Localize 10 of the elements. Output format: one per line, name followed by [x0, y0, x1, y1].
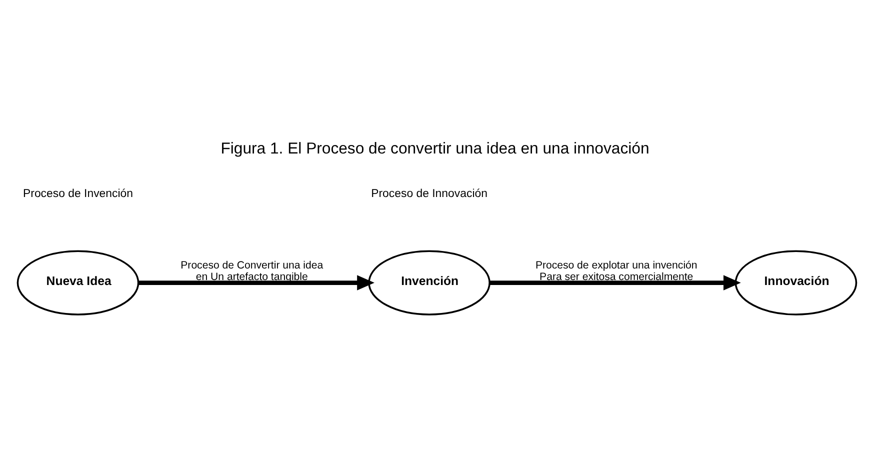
node-ellipse: Nueva Idea [16, 250, 140, 316]
node-ellipse: Innovación [734, 250, 858, 316]
node-ellipse: Invención [368, 250, 490, 316]
arrow [138, 275, 374, 290]
label: Proceso de Innovación [371, 188, 488, 200]
diagram-title: Figura 1. El Proceso de convertir una idea en una innovación [220, 140, 650, 158]
edge-label: Proceso de explotar una invención Para ser exitosa comercialmente [535, 259, 698, 283]
edge-label: Proceso de Convertir una idea en Un artefacto tangible [180, 259, 324, 283]
label: Proceso de Invención [23, 188, 134, 200]
arrow [490, 275, 741, 290]
